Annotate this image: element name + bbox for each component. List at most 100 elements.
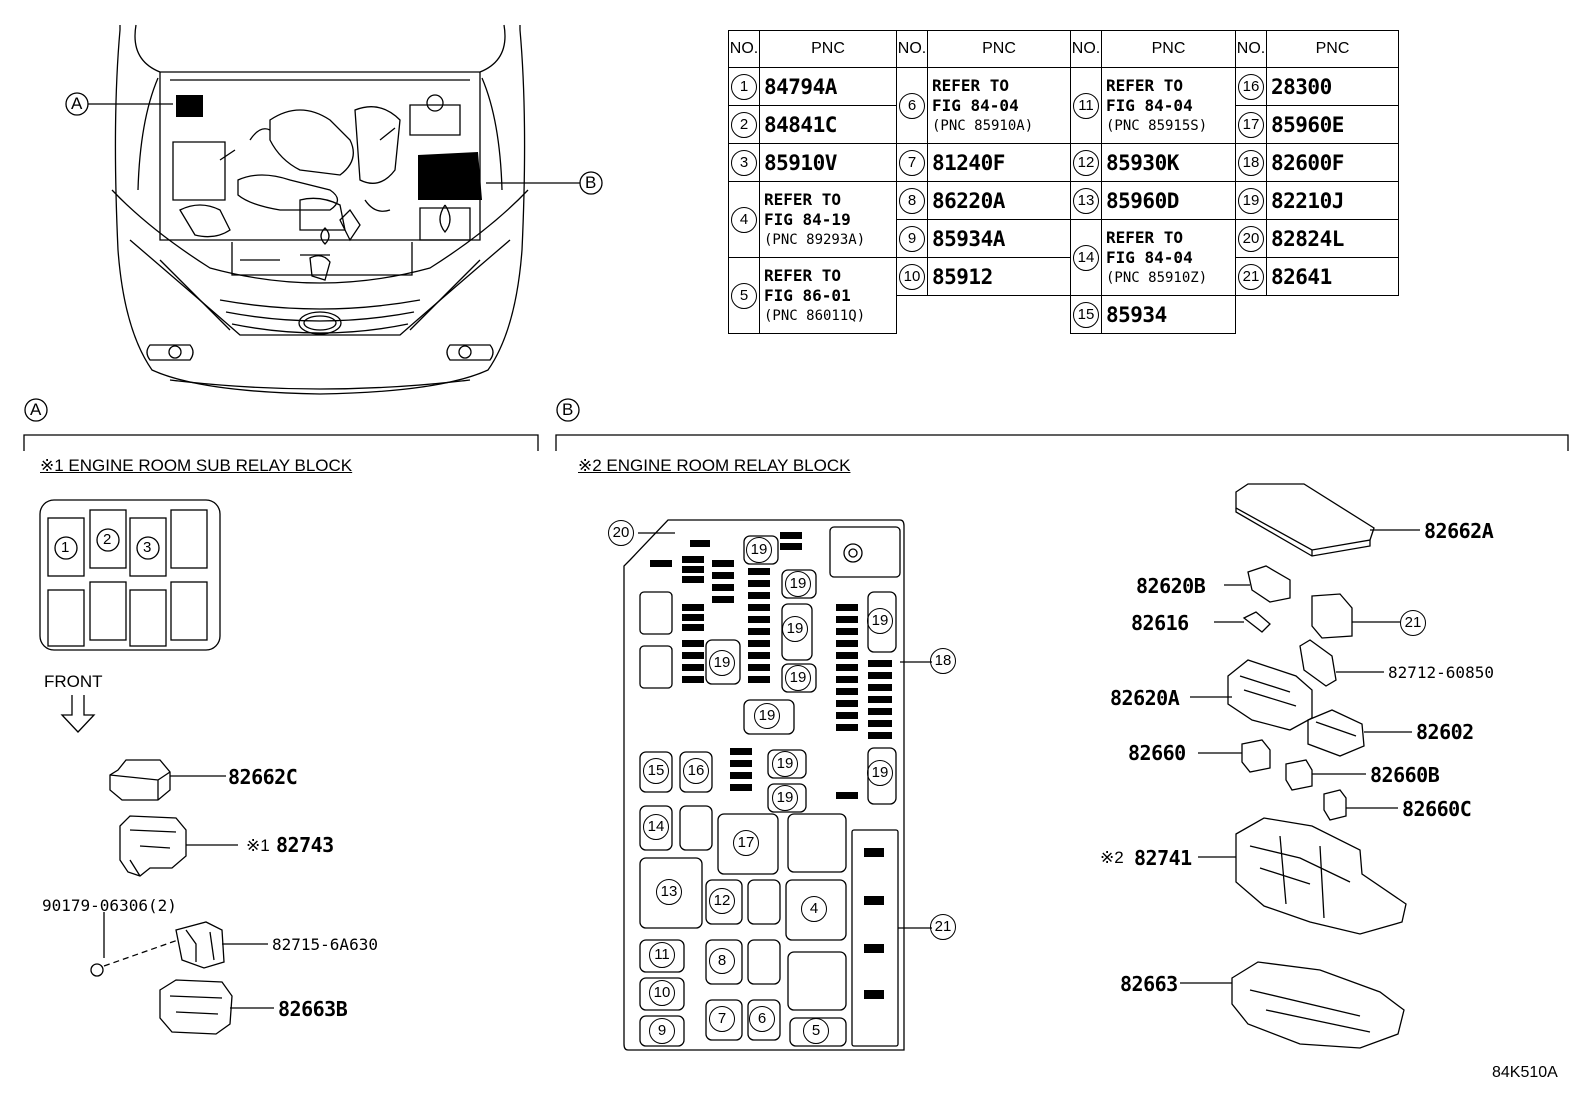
part-number-label: 82663B <box>278 997 348 1021</box>
table-cell-no: 11 <box>1070 67 1102 144</box>
part-ref-21: 21 <box>1400 610 1426 636</box>
slot-number-18: 18 <box>930 648 956 674</box>
table-cell-no: 12 <box>1070 143 1102 182</box>
table-cell-pnc: 86220A <box>927 181 1071 220</box>
part-number-label: 90179-06306(2) <box>42 896 177 915</box>
figure-code: 84K510A <box>1492 1064 1558 1081</box>
table-cell-no: 5 <box>728 257 760 334</box>
clip-82620b-sketch <box>1224 565 1291 603</box>
item-number: 8 <box>899 187 925 214</box>
item-number: 5 <box>731 282 757 309</box>
item-number: 11 <box>1073 92 1099 119</box>
block-82660c-sketch <box>1323 789 1398 821</box>
section-b-bracket <box>555 434 1569 451</box>
note-mark: ※1 <box>246 836 270 855</box>
table-row: 15 85934 <box>729 295 1399 334</box>
section-a-bracket <box>23 434 539 451</box>
slot-number-10: 10 <box>649 980 675 1006</box>
slot-number-7: 7 <box>709 1006 735 1032</box>
header-pnc: PNC <box>1101 30 1236 68</box>
front-arrow <box>60 695 96 733</box>
table-cell-pnc: 85934A <box>927 219 1071 258</box>
ref-line: FIG 84-04 <box>932 95 1019 115</box>
slot-number-9: 9 <box>649 1018 675 1044</box>
table-cell-no: 1 <box>728 67 760 106</box>
item-number: 15 <box>1073 301 1099 328</box>
table-cell-no: 4 <box>728 181 760 258</box>
slot-number-15: 15 <box>643 758 669 784</box>
table-empty-cell <box>897 296 928 334</box>
section-a-circle <box>24 398 48 422</box>
table-cell-pnc: 84794A <box>759 67 897 106</box>
section-a-title: ※1 ENGINE ROOM SUB RELAY BLOCK <box>40 456 353 475</box>
cover-82663-sketch <box>1180 961 1405 1049</box>
slot-number-8: 8 <box>709 948 735 974</box>
slot-number-19: 19 <box>772 751 798 777</box>
item-number: 21 <box>1238 263 1264 290</box>
part-number-label: 82662A <box>1424 519 1494 543</box>
part-number-label: 82660C <box>1402 797 1472 821</box>
pnc-table: NO. PNC NO. PNC NO. PNC NO. PNC 1 84794A… <box>728 30 1399 334</box>
table-empty-cell <box>1236 296 1267 334</box>
callout-b-circle <box>579 171 603 195</box>
item-number: 20 <box>1238 225 1264 252</box>
ref-line: (PNC 89293A) <box>764 231 866 248</box>
slot-number-13: 13 <box>656 879 682 905</box>
item-number: 18 <box>1238 149 1264 176</box>
bracket-82712-sketch <box>1299 639 1384 687</box>
ref-line: (PNC 85915S) <box>1106 117 1208 134</box>
slot-number-11: 11 <box>649 942 675 968</box>
callout-a-label: A <box>71 94 83 113</box>
item-number: 4 <box>731 206 757 233</box>
table-row: 2 84841C 17 85960E <box>728 105 1399 144</box>
ref-line: REFER TO <box>932 75 1010 95</box>
ref-line: REFER TO <box>764 265 842 285</box>
slot-number-20: 20 <box>608 520 634 546</box>
table-header-row: NO. PNC NO. PNC NO. PNC NO. PNC <box>728 30 1399 68</box>
slot-number-19: 19 <box>754 703 780 729</box>
table-cell-no: 13 <box>1070 181 1102 220</box>
block-82660-sketch <box>1198 739 1271 773</box>
block-82743-sketch <box>119 815 238 877</box>
slot-number-16: 16 <box>683 758 709 784</box>
table-cell-pnc: 85910V <box>759 143 897 182</box>
item-number: 2 <box>731 111 757 138</box>
slot-number-19: 19 <box>785 571 811 597</box>
slot-number-5: 5 <box>803 1018 829 1044</box>
item-number: 10 <box>899 263 925 290</box>
slot-number-19: 19 <box>785 665 811 691</box>
part-number-label: 82663 <box>1120 972 1178 996</box>
item-number: 19 <box>1238 187 1264 214</box>
table-empty-cell <box>1267 296 1399 334</box>
part-number-label: 82602 <box>1416 720 1474 744</box>
table-cell-no: 14 <box>1070 219 1102 296</box>
bracket-82715-sketch <box>175 921 268 969</box>
block-82620a-sketch <box>1190 659 1313 731</box>
dashed-bolt-line <box>103 939 179 967</box>
item-number: 6 <box>899 92 925 119</box>
ref-line: REFER TO <box>1106 227 1184 247</box>
table-cell-pnc: 82600F <box>1266 143 1399 182</box>
bolt-90179 <box>90 963 104 977</box>
part-number-label: 82620B <box>1136 574 1206 598</box>
header-pnc: PNC <box>759 30 897 68</box>
table-cell-no: 10 <box>896 257 928 296</box>
slot-number-19: 19 <box>867 760 893 786</box>
table-cell-no: 8 <box>896 181 928 220</box>
part-number-label: 82743 <box>276 833 334 857</box>
table-row: 3 85910V 7 81240F 12 85930K 18 82600F <box>728 143 1399 182</box>
clip-82616-sketch <box>1214 611 1271 633</box>
slot-number-17: 17 <box>733 830 759 856</box>
part-number-label: 82620A <box>1110 686 1180 710</box>
relay-slot-number: 3 <box>143 539 152 556</box>
header-no: NO. <box>1070 30 1102 68</box>
table-cell-no: 20 <box>1235 219 1267 258</box>
table-cell-pnc: 85960D <box>1101 181 1236 220</box>
